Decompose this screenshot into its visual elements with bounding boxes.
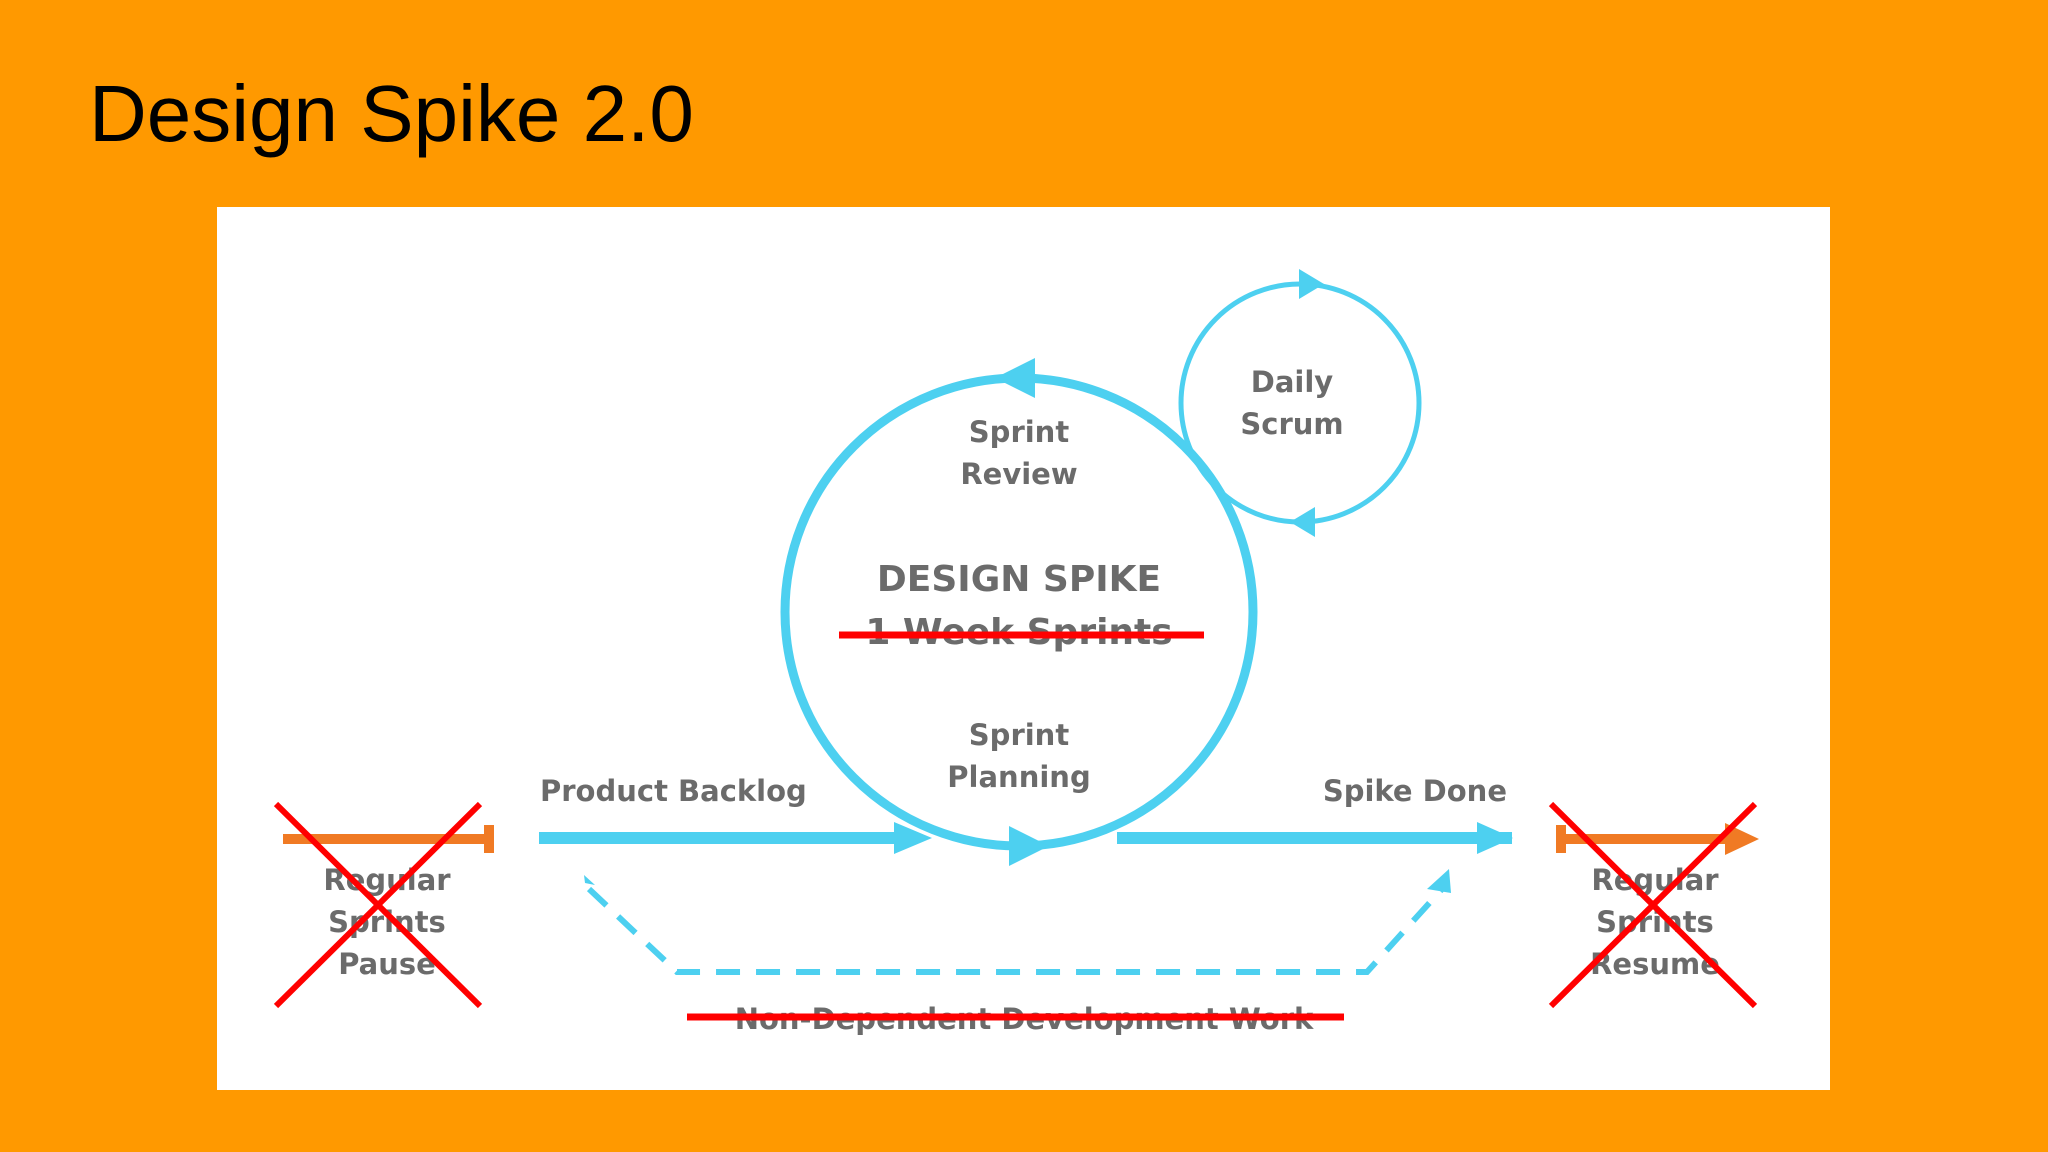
spike-done-arrowhead (1477, 822, 1513, 854)
product-backlog-arrowhead (894, 822, 932, 854)
sprint-review-label-line-2: Review (960, 457, 1077, 491)
dashed-side-path (586, 886, 1445, 975)
sprint-planning-arrowhead (1009, 826, 1049, 866)
regular-sprints-resume-label-line-1: Regular (1591, 863, 1719, 897)
dashed-path-end-arrowhead (1427, 869, 1451, 893)
spike-done-label: Spike Done (1323, 774, 1507, 808)
daily-scrum-bottom-arrowhead (1290, 507, 1315, 537)
cross-regular-sprints-resume (1548, 801, 1758, 1009)
slide-title: Design Spike 2.0 (89, 69, 694, 158)
cross-regular-sprints-pause (273, 801, 483, 1009)
sprint-review-label-line-1: Sprint (969, 415, 1070, 449)
regular-sprints-resume-arrowhead (1725, 823, 1759, 855)
dashed-path-start-arrowhead (584, 875, 595, 885)
design-spike-diagram: Sprint Review DESIGN SPIKE 1 Week Sprint… (273, 269, 1759, 1036)
diagram-panel: Sprint Review DESIGN SPIKE 1 Week Sprint… (217, 207, 1830, 1090)
product-backlog-label: Product Backlog (540, 774, 807, 808)
daily-scrum-label-line-2: Scrum (1240, 407, 1343, 441)
daily-scrum-top-arrowhead (1299, 269, 1324, 299)
daily-scrum-label-line-1: Daily (1251, 365, 1334, 399)
design-spike-title: DESIGN SPIKE (877, 559, 1161, 600)
sprint-planning-label-line-1: Sprint (969, 718, 1070, 752)
daily-scrum-circle (1178, 281, 1422, 525)
sprint-planning-label-line-2: Planning (947, 760, 1090, 794)
regular-sprints-pause-label-line-3: Pause (338, 947, 436, 981)
sprint-review-arrowhead (995, 358, 1035, 398)
